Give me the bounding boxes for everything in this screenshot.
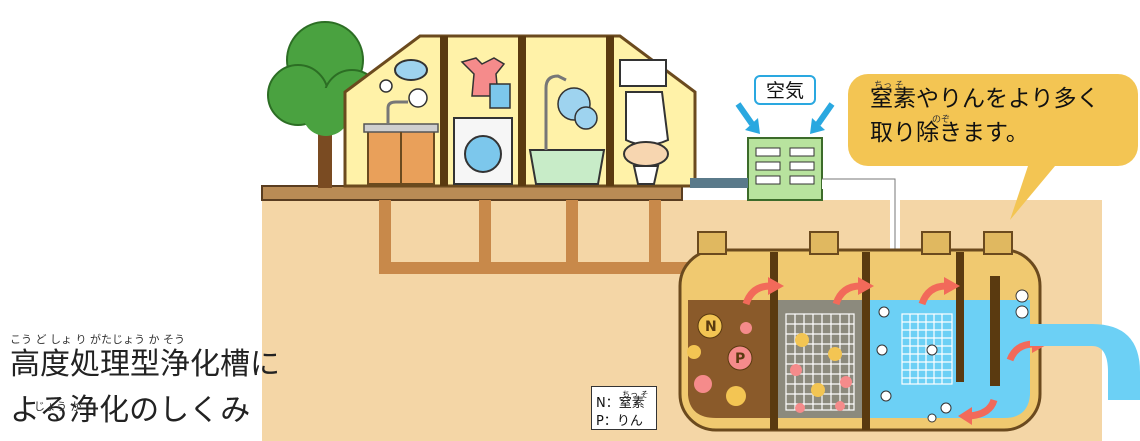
bubble-line-2: 取り除きます。	[870, 120, 1029, 146]
legend-phosphorus: P：りん	[596, 414, 643, 429]
nitrogen-mark: N	[705, 319, 717, 335]
caption: こう ど しょ り がたじょう か そう 高度処理型浄化槽に よる浄化のしくみ	[10, 334, 280, 428]
house	[343, 34, 697, 188]
legend-ruby: ちっ そ	[622, 390, 649, 399]
bathtub	[528, 74, 606, 185]
toilet	[619, 59, 670, 185]
washing-machine	[453, 57, 513, 185]
speech-bubble	[848, 74, 1138, 220]
caption-ruby-2: じょう か	[34, 400, 82, 413]
filter-chamber	[778, 300, 862, 418]
caption-line-2: よる浄化のしくみ	[10, 393, 251, 428]
air-label: 空気	[754, 75, 816, 105]
legend: ちっ そ N：窒素 P：りん	[591, 386, 657, 430]
ground-surface	[261, 185, 683, 201]
speech-bubble-text: ちっ そ 窒素やりんをより多く のぞ 取り除きます。	[870, 81, 1140, 150]
septic-tank: N P	[678, 231, 1048, 432]
outflow-pipe	[1030, 324, 1140, 400]
legend-nitrogen: N：窒素	[596, 396, 645, 411]
bubble-ruby-1: ちっ そ	[874, 81, 904, 91]
bubble-ruby-2: のぞ	[932, 115, 951, 125]
bubble-line-1: 窒素やりんをより多く	[870, 86, 1100, 112]
caption-line-1: 高度処理型浄化槽に	[10, 347, 280, 382]
phosphorus-mark: P	[735, 351, 745, 367]
clean-water-chamber	[870, 300, 1030, 418]
kitchen-sink	[363, 59, 439, 185]
caption-ruby-1: こう ど しょ り がたじょう か そう	[10, 333, 185, 346]
